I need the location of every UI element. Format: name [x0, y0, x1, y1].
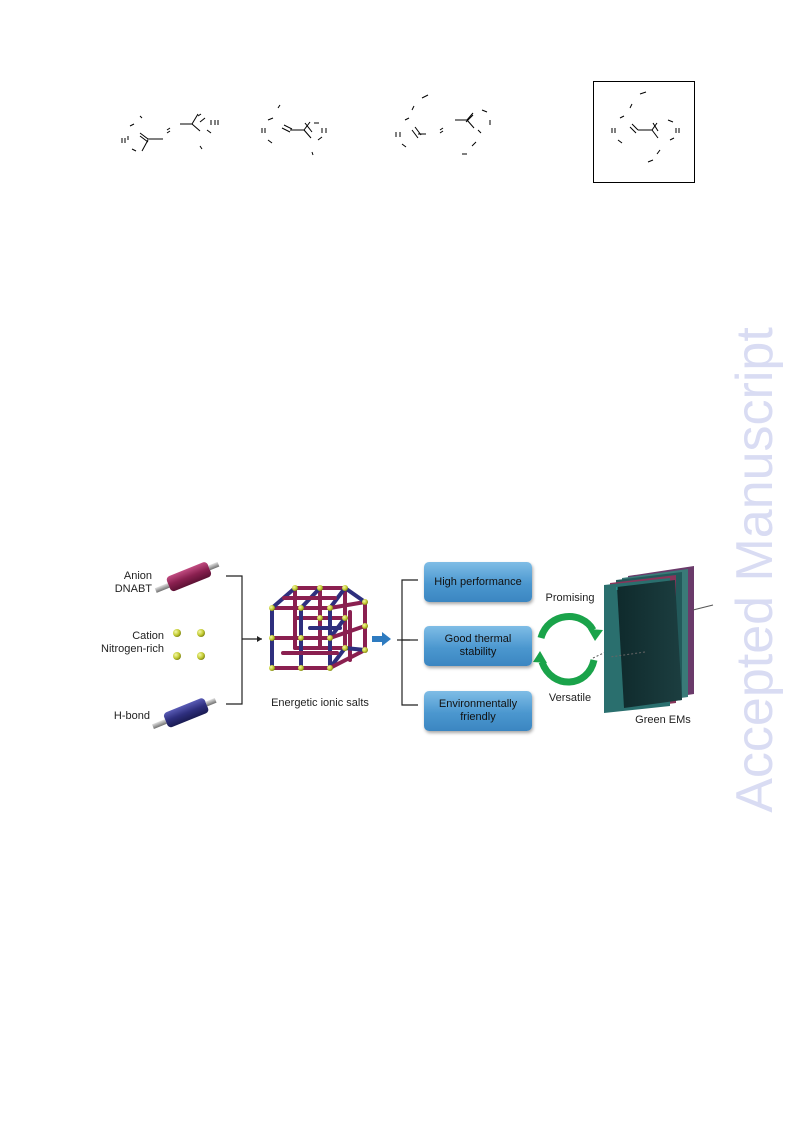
figure-graphics [152, 561, 714, 730]
box-thermal-stability: Good thermal stability [424, 626, 532, 666]
promising-label: Promising [545, 592, 595, 604]
molecule-3 [395, 94, 491, 155]
green-ems-label: Green EMs [635, 714, 691, 726]
cation-ball [173, 652, 181, 660]
molecule-4 [611, 91, 680, 163]
hbond-rod [152, 697, 217, 730]
molecule-1 [121, 113, 219, 152]
accepted-manuscript-watermark: Accepted Manuscript [726, 327, 784, 813]
box-high-performance: High performance [424, 562, 532, 602]
cation-ball [197, 629, 205, 637]
green-ems-panels [604, 566, 714, 713]
molecule-2 [261, 104, 327, 156]
anion-rod [154, 561, 220, 593]
cation-label: Cation Nitrogen-rich [101, 630, 164, 655]
left-bracket [226, 575, 262, 705]
cation-ball [173, 629, 181, 637]
right-bracket [397, 579, 418, 706]
salts-label: Energetic ionic salts [271, 697, 369, 709]
hbond-label: H-bond [113, 710, 150, 722]
cation-ball [197, 652, 205, 660]
versatile-label: Versatile [548, 692, 592, 704]
top-structure-scheme [121, 81, 695, 183]
anion-label: Anion DNABT [114, 570, 152, 595]
lattice-cube [269, 585, 368, 671]
blue-arrow [372, 632, 391, 646]
box-environmentally-friendly: Environmentally friendly [424, 691, 532, 731]
watermark-text: Accepted Manuscript [726, 327, 784, 813]
green-cycle-arrows [537, 613, 598, 686]
